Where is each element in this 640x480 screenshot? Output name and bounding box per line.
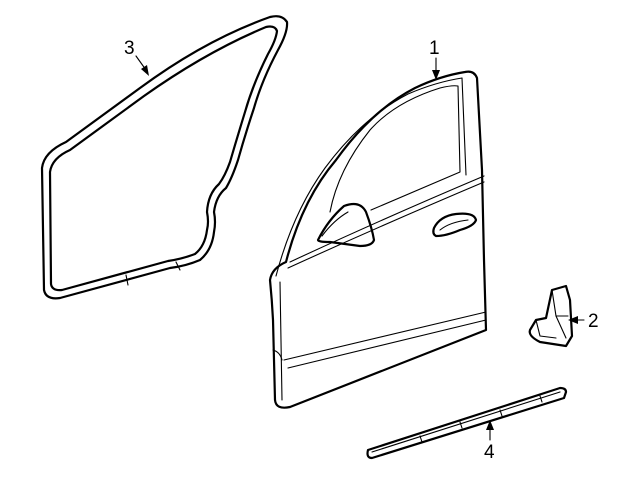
front-door-shell [268,70,488,409]
callout-1: 1 [429,38,440,59]
arrow-4-icon [486,420,494,430]
door-bracket [528,284,574,348]
callout-2: 2 [588,311,599,332]
callout-4: 4 [484,442,495,463]
arrow-3-icon [141,65,149,76]
callout-leaders [135,55,585,441]
door-lower-molding [366,386,568,460]
door-weatherstrip [40,15,289,300]
callout-3: 3 [124,38,135,59]
arrow-1-icon [432,70,440,80]
arrow-2-icon [568,316,578,324]
